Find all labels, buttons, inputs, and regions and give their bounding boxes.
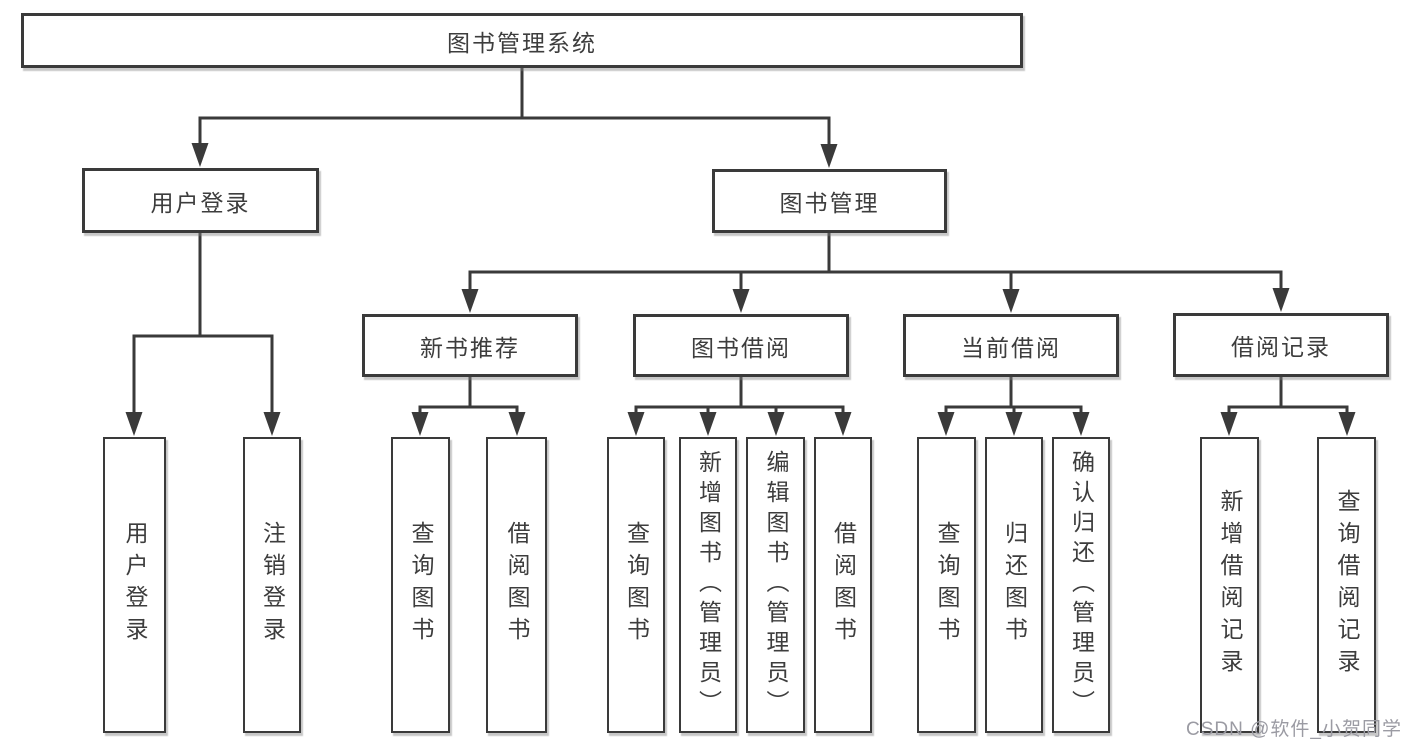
leaf-confirm-return-admin: 确认归还（管理员） (1052, 437, 1110, 733)
leaf-add-book-admin: 新增图书（管理员） (679, 437, 737, 733)
leaf-query-book: 查询图书 (607, 437, 665, 733)
leaf-logout: 注销登录 (243, 437, 301, 733)
leaf-add-borrow-record: 新增借阅记录 (1200, 437, 1259, 733)
arrowheads (125, 143, 1356, 436)
leaf-query-borrow-record: 查询借阅记录 (1317, 437, 1376, 733)
node-borrow-records: 借阅记录 (1173, 313, 1389, 377)
leaf-edit-book-admin: 编辑图书（管理员） (746, 437, 805, 733)
leaf-borrow-book-recommend: 借阅图书 (486, 437, 547, 733)
leaf-return-book: 归还图书 (985, 437, 1043, 733)
leaf-query-book-current: 查询图书 (917, 437, 976, 733)
csdn-watermark: CSDN @软件_小贺同学 (1186, 719, 1402, 740)
leaf-user-login: 用户登录 (103, 437, 166, 733)
node-current-borrow: 当前借阅 (903, 314, 1119, 377)
node-new-book-recommend: 新书推荐 (362, 314, 578, 377)
node-book-management: 图书管理 (712, 169, 947, 233)
node-user-login: 用户登录 (82, 168, 319, 233)
leaf-query-book-recommend: 查询图书 (391, 437, 450, 733)
node-book-borrow: 图书借阅 (633, 314, 849, 377)
node-root: 图书管理系统 (21, 13, 1023, 68)
leaf-borrow-book: 借阅图书 (814, 437, 872, 733)
